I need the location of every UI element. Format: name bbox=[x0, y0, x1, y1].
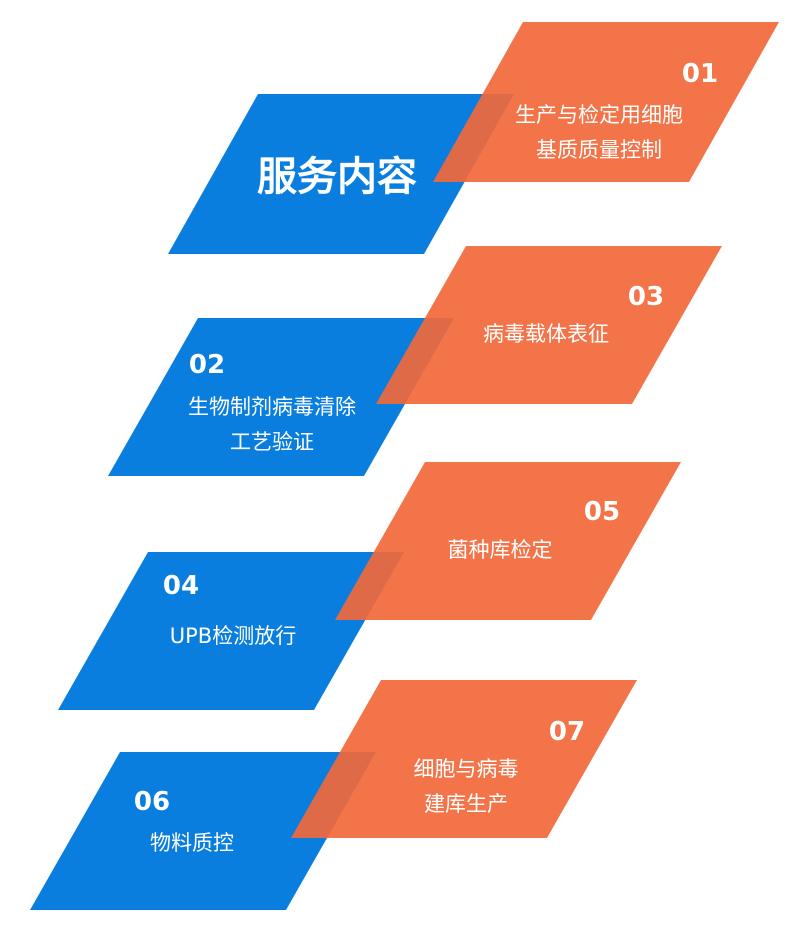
item-06-number: 06 bbox=[134, 787, 170, 817]
item-02-panel bbox=[108, 318, 454, 476]
item-02-number: 02 bbox=[189, 350, 225, 380]
item-01-number: 01 bbox=[682, 59, 718, 89]
item-01-panel bbox=[433, 22, 779, 182]
item-06-panel bbox=[30, 752, 376, 910]
item-06-line-1: 物料质控 bbox=[150, 831, 234, 855]
item-03-line-1: 病毒载体表征 bbox=[483, 322, 609, 346]
item-01-line-1: 生产与检定用细胞 bbox=[515, 103, 683, 127]
item-05-line-1: 菌种库检定 bbox=[448, 538, 553, 562]
item-04-panel bbox=[58, 552, 404, 710]
item-07-line-2: 建库生产 bbox=[424, 792, 508, 816]
title-panel bbox=[168, 94, 514, 254]
item-05-panel bbox=[335, 462, 681, 620]
item-05-number: 05 bbox=[584, 497, 620, 527]
item-03-panel bbox=[376, 246, 722, 404]
item-01-line-2: 基质质量控制 bbox=[536, 138, 662, 162]
item-04-number: 04 bbox=[163, 571, 199, 601]
item-04-line-1: UPB检测放行 bbox=[170, 624, 296, 648]
item-07-panel bbox=[291, 680, 637, 838]
item-02-line-1: 生物制剂病毒清除 bbox=[188, 395, 356, 419]
item-07-line-1: 细胞与病毒 bbox=[414, 757, 519, 781]
item-03-number: 03 bbox=[628, 282, 664, 312]
item-07-number: 07 bbox=[549, 717, 585, 747]
page-title: 服务内容 bbox=[257, 154, 417, 200]
item-02-line-2: 工艺验证 bbox=[230, 430, 314, 454]
